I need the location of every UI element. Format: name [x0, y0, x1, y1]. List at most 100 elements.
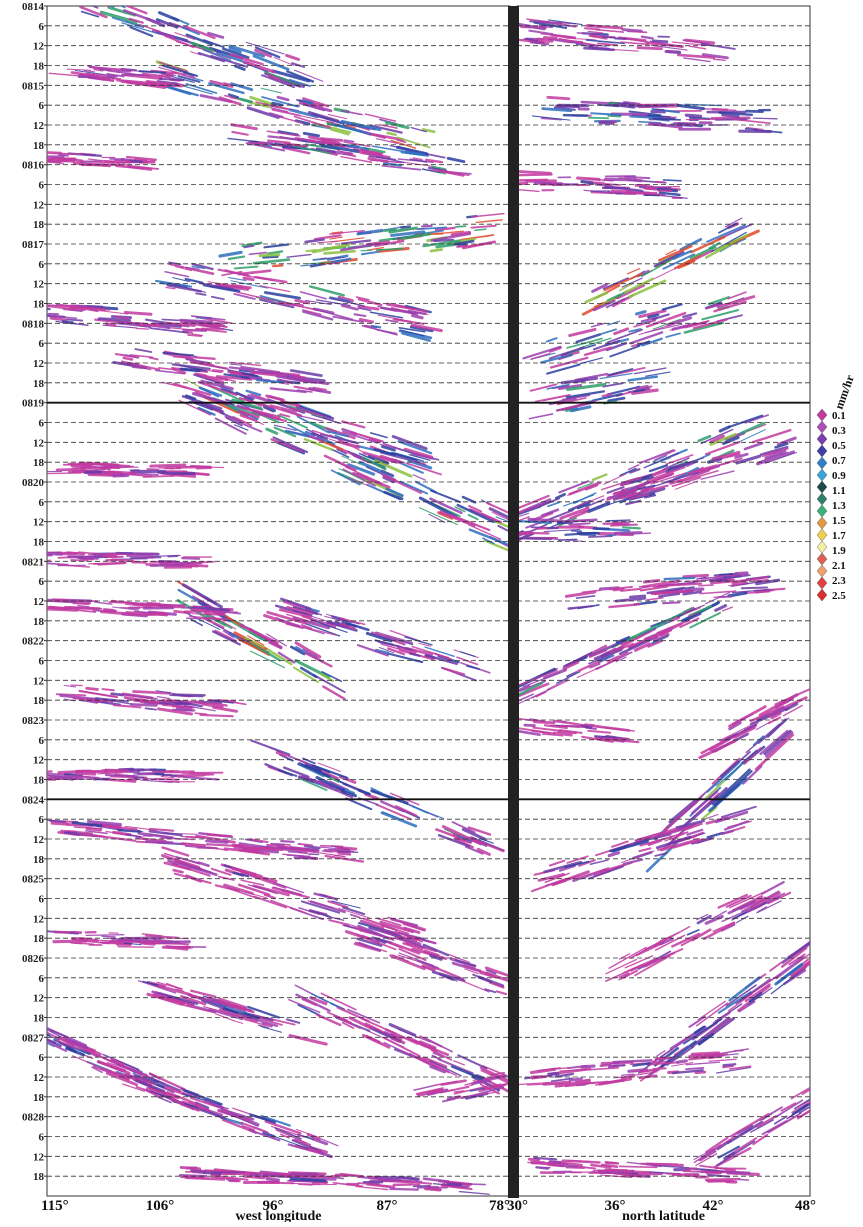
colorbar-swatch: [817, 517, 827, 529]
precip-streak: [653, 41, 667, 42]
precip-streak: [684, 575, 708, 576]
precip-streak: [696, 1072, 705, 1073]
precip-streak: [602, 1165, 617, 1167]
y-tick-label: 12: [33, 279, 45, 291]
x-tick-label-right: 30°: [507, 1198, 528, 1214]
y-tick-label: 0827: [22, 1032, 45, 1044]
y-tick-label: 18: [33, 140, 45, 152]
precip-streak: [654, 1068, 666, 1069]
precip-streak: [638, 48, 661, 49]
colorbar-swatch: [817, 505, 827, 517]
precip-streak: [59, 771, 83, 772]
y-tick-label: 6: [39, 1132, 45, 1144]
y-tick-label: 0816: [22, 160, 45, 172]
colorbar-label: 0.1: [832, 410, 846, 422]
precip-streak: [344, 140, 353, 141]
precip-streak: [728, 1172, 749, 1173]
precip-streak: [179, 775, 204, 776]
precip-streak: [37, 772, 45, 773]
precip-streak: [295, 858, 317, 859]
colorbar-label: 0.7: [832, 455, 846, 467]
precip-streak: [158, 615, 167, 616]
precip-streak: [271, 844, 283, 845]
center-divider-bar: [508, 6, 519, 1198]
colorbar-swatch: [817, 541, 827, 553]
y-tick-label: 0825: [22, 874, 45, 886]
precip-streak: [425, 1188, 441, 1189]
y-tick-label: 18: [33, 933, 45, 945]
precip-streak: [59, 155, 68, 156]
precip-streak: [109, 602, 139, 603]
precip-streak: [213, 370, 223, 371]
y-tick-label: 18: [33, 1171, 45, 1183]
precip-streak: [517, 171, 550, 173]
y-tick-label: 0823: [22, 715, 45, 727]
precip-streak: [131, 161, 141, 162]
y-tick-label: 0824: [22, 794, 45, 806]
y-tick-label: 18: [33, 616, 45, 628]
precip-streak: [687, 589, 703, 590]
y-tick-label: 18: [33, 299, 45, 311]
y-tick-label: 6: [39, 973, 45, 985]
y-tick-label: 12: [33, 834, 45, 846]
precip-streak: [147, 469, 158, 470]
precip-streak: [457, 246, 467, 247]
precip-streak: [108, 75, 116, 76]
precip-streak: [630, 117, 653, 118]
precip-streak: [667, 1174, 699, 1175]
precip-streak: [401, 227, 410, 228]
colorbar-label: 1.5: [832, 515, 846, 527]
precip-streak: [677, 1061, 686, 1062]
precip-streak: [51, 318, 66, 320]
precip-streak: [181, 369, 199, 370]
precip-streak: [372, 326, 380, 327]
y-tick-label: 6: [39, 338, 45, 350]
precip-streak: [71, 560, 87, 561]
precip-streak: [73, 603, 88, 604]
precip-streak: [686, 115, 700, 116]
y-tick-label: 12: [33, 993, 45, 1005]
precip-streak: [106, 770, 128, 771]
precip-streak: [724, 1064, 736, 1065]
precip-streak: [22, 771, 52, 772]
precip-streak: [194, 357, 214, 359]
precip-streak: [144, 476, 175, 477]
precip-streak: [684, 1171, 719, 1172]
plot-area: [22, 0, 835, 1196]
y-tick-label: 6: [39, 735, 45, 747]
precip-streak: [811, 1081, 821, 1088]
y-tick-label: 0818: [22, 318, 45, 330]
colorbar-label: 2.5: [832, 590, 846, 602]
y-tick-label: 0815: [22, 80, 45, 92]
colorbar-swatch: [817, 433, 827, 445]
y-tick-label: 6: [39, 180, 45, 192]
colorbar-label: 0.9: [832, 470, 846, 482]
precip-streak: [65, 607, 99, 608]
precip-streak: [90, 0, 115, 4]
precip-streak: [87, 829, 100, 830]
precip-streak: [231, 372, 241, 374]
precip-streak: [589, 118, 608, 119]
precip-streak: [85, 472, 100, 473]
precip-streak: [181, 1167, 199, 1168]
precip-streak: [706, 1179, 739, 1180]
precip-streak: [81, 468, 104, 469]
colorbar-label: 1.9: [832, 545, 846, 557]
precip-streak: [207, 841, 227, 842]
y-tick-label: 6: [39, 418, 45, 430]
precip-streak: [615, 532, 642, 533]
precip-streak: [637, 387, 647, 389]
y-tick-label: 0820: [22, 477, 45, 489]
precip-streak: [623, 527, 640, 528]
y-tick-label: 6: [39, 576, 45, 588]
colorbar-label: 2.1: [832, 560, 846, 572]
precip-streak: [84, 0, 108, 1]
precip-streak: [569, 523, 589, 524]
precip-streak: [641, 1163, 677, 1164]
y-tick-label: 12: [33, 596, 45, 608]
precip-streak: [151, 465, 185, 466]
y-tick-label: 6: [39, 21, 45, 33]
precip-streak: [720, 574, 733, 575]
